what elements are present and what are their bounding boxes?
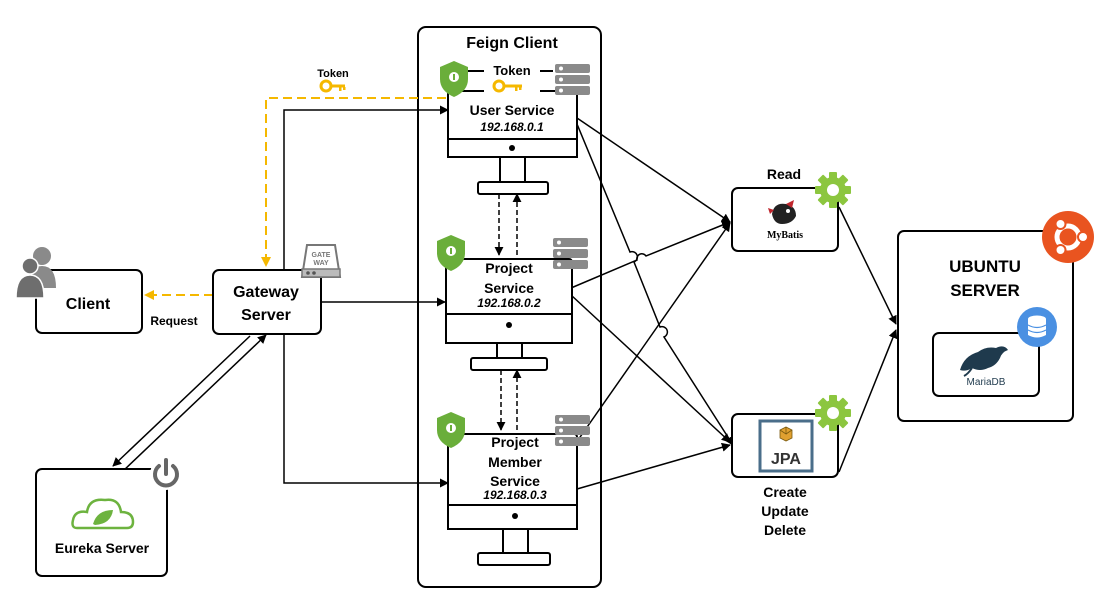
token-top-label: Token xyxy=(317,68,349,80)
feign-client-title: Feign Client xyxy=(466,35,558,52)
project-service-ip: 192.168.0.2 xyxy=(477,296,541,310)
gateway-badge-line2: WAY xyxy=(313,260,329,267)
gateway-label-line2: Server xyxy=(241,307,291,324)
ubuntu-label-line2: SERVER xyxy=(950,281,1020,300)
token-key-top: Token xyxy=(317,68,349,93)
eureka-node[interactable]: Eureka Server xyxy=(35,458,182,577)
connectors xyxy=(112,105,898,490)
gateway-node[interactable]: Gateway Server GATE WAY xyxy=(212,244,342,335)
server-stack-icon xyxy=(553,238,588,269)
edge-project-jpa xyxy=(570,294,731,443)
key-icon xyxy=(492,79,522,93)
jpa-logo-icon: JPA xyxy=(758,419,814,473)
mybatis-bird-icon xyxy=(768,200,796,224)
edge-project-mybatis xyxy=(570,220,731,289)
member-service-label-line3: Service xyxy=(490,473,540,489)
edge-user-mybatis xyxy=(576,117,731,223)
user-service-label: User Service xyxy=(470,102,555,118)
edge-eureka-gateway xyxy=(122,334,267,472)
power-icon xyxy=(150,458,182,490)
ubuntu-icon xyxy=(1042,211,1094,263)
edge-member-jpa xyxy=(576,442,731,490)
edge-member-mybatis xyxy=(570,222,731,451)
project-service-node[interactable]: Project Service 192.168.0.2 xyxy=(445,258,573,371)
gateway-badge-line1: GATE xyxy=(312,252,331,259)
jpa-logo-text: JPA xyxy=(771,451,801,468)
edge-gateway-member xyxy=(283,335,449,488)
user-group-icon xyxy=(15,247,56,299)
gear-icon xyxy=(815,172,851,208)
edge-user-jpa xyxy=(576,123,734,446)
ubuntu-label-line1: UBUNTU xyxy=(949,257,1021,276)
edge-mybatis-ubuntu xyxy=(838,206,897,325)
jpa-node[interactable]: JPA Create Update Delete xyxy=(731,395,851,538)
gear-icon xyxy=(815,395,851,431)
user-service-ip: 192.168.0.1 xyxy=(480,120,544,134)
ubuntu-server-node[interactable]: UBUNTU SERVER MariaDB xyxy=(897,211,1094,422)
database-icon xyxy=(1017,307,1057,347)
spring-leaf-icon xyxy=(71,498,135,530)
mariadb-node[interactable]: MariaDB xyxy=(932,332,1040,397)
edge-jpa-ubuntu xyxy=(838,329,898,473)
project-service-label-line2: Service xyxy=(484,280,534,296)
member-service-node[interactable]: Project Member Service 192.168.0.3 xyxy=(447,433,578,566)
shield-icon xyxy=(440,61,468,97)
client-node[interactable]: Client xyxy=(15,247,143,334)
edge-token-user-gateway xyxy=(261,97,446,267)
jpa-label-delete: Delete xyxy=(764,522,806,538)
edge-gateway-eureka xyxy=(112,335,251,467)
token-link-label: Token xyxy=(484,62,540,93)
shield-icon xyxy=(437,412,465,448)
gateway-icon: GATE WAY xyxy=(300,244,342,278)
mariadb-seal-icon xyxy=(960,346,1008,377)
edge-gateway-user xyxy=(283,105,449,271)
service-badges xyxy=(437,61,590,448)
eureka-label: Eureka Server xyxy=(55,540,150,556)
shield-icon xyxy=(437,235,465,271)
key-icon xyxy=(319,79,346,93)
member-service-ip: 192.168.0.3 xyxy=(483,488,547,502)
jpa-label-create: Create xyxy=(763,484,807,500)
client-label: Client xyxy=(66,296,111,313)
mybatis-logo-text: MyBatis xyxy=(767,230,803,241)
jpa-label-update: Update xyxy=(761,503,809,519)
member-service-label-line1: Project xyxy=(491,434,539,450)
member-service-label-line2: Member xyxy=(488,454,542,470)
request-label: Request xyxy=(150,314,197,328)
gateway-label-line1: Gateway xyxy=(233,284,299,301)
server-stack-icon xyxy=(555,64,590,95)
read-label: Read xyxy=(767,166,801,182)
svg-text:Token: Token xyxy=(493,63,530,78)
mybatis-node[interactable]: Read MyBatis xyxy=(731,166,851,252)
project-service-label-line1: Project xyxy=(485,260,533,276)
user-service-node[interactable]: User Service 192.168.0.1 xyxy=(447,90,578,195)
mariadb-logo-text: MariaDB xyxy=(967,377,1006,388)
server-stack-icon xyxy=(555,415,590,446)
